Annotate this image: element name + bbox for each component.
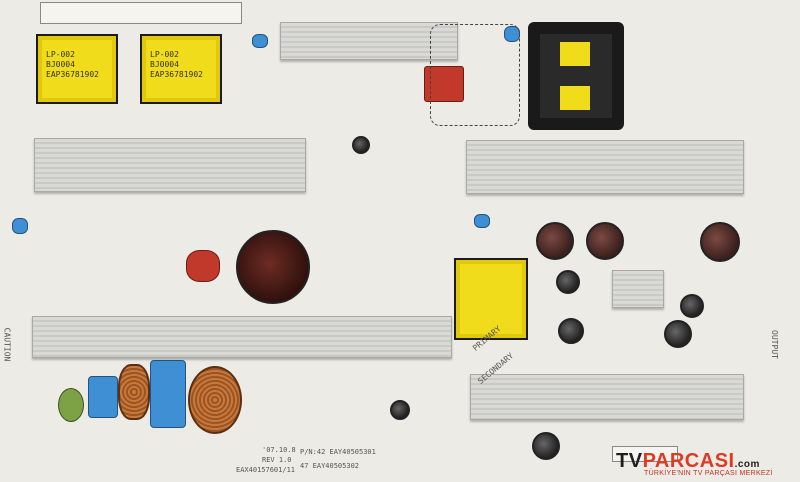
logo-tagline: TÜRKİYE'NİN TV PARÇASI MERKEZİ — [644, 470, 773, 477]
heatsink-left-upper — [34, 138, 306, 192]
blue-cap-c — [474, 214, 490, 228]
heatsink-top — [280, 22, 458, 60]
blue-cap-a — [252, 34, 268, 48]
xfmr1-line1: LP-002 — [46, 50, 75, 59]
label-part: P/N:42 EAY40505301 — [300, 448, 376, 456]
cap-m2 — [390, 400, 410, 420]
cap-r4 — [556, 270, 580, 294]
label-rev: REV 1.0 — [262, 456, 292, 464]
heatsink-small — [612, 270, 664, 308]
transformer-left-2: LP-002 BJ0004 EAP36781902 — [140, 34, 222, 104]
transformer-window-top — [560, 42, 590, 66]
label-model: EAX40157601/11 — [236, 466, 296, 474]
heatsink-right-upper — [466, 140, 744, 194]
cap-r2 — [586, 222, 624, 260]
cap-r3 — [700, 222, 740, 262]
heatsink-right-lower — [470, 374, 744, 420]
label-part2: 47 EAY40505302 — [300, 462, 360, 470]
cap-r5 — [680, 294, 704, 318]
xfmr2-line1: LP-002 — [150, 50, 179, 59]
cap-r7 — [558, 318, 584, 344]
cap-r6 — [664, 320, 692, 348]
xfmr2-line3: EAP36781902 — [150, 70, 203, 79]
blue-cap-d — [12, 218, 28, 234]
cap-r1 — [536, 222, 574, 260]
common-mode-choke-2 — [188, 366, 242, 434]
green-varistor — [58, 388, 84, 422]
transformer-center — [454, 258, 528, 340]
main-filter-capacitor — [236, 230, 310, 304]
label-caution: CAUTION — [2, 327, 12, 362]
output-connector — [612, 446, 678, 462]
cap-b1 — [532, 432, 560, 460]
cap-m1 — [352, 136, 370, 154]
logo-suffix: .com — [734, 459, 760, 470]
xfmr1-line3: EAP36781902 — [46, 70, 99, 79]
transformer-left-1: LP-002 BJ0004 EAP36781902 — [36, 34, 118, 104]
tvparcasi-logo: TVPARCASI.com TÜRKİYE'NİN TV PARÇASI MER… — [616, 450, 794, 478]
heatsink-left-lower — [32, 316, 452, 358]
label-output: OUTPUT — [769, 330, 779, 359]
logo-text: TVPARCASI.com — [616, 450, 794, 473]
xfmr2-line2: BJ0004 — [150, 60, 179, 69]
red-capacitor-mid — [186, 250, 220, 282]
label-date: '07.10.8 — [262, 446, 296, 454]
common-mode-choke-1 — [118, 364, 150, 420]
blue-filter-cap-1 — [88, 376, 118, 418]
logo-prefix: TV — [616, 450, 643, 472]
trace-outline-top — [430, 24, 520, 126]
top-connector — [40, 2, 242, 24]
xfmr1-line2: BJ0004 — [46, 60, 75, 69]
logo-accent: PARCASI — [642, 450, 735, 472]
blue-filter-cap-2 — [150, 360, 186, 428]
transformer-window-bottom — [560, 86, 590, 110]
